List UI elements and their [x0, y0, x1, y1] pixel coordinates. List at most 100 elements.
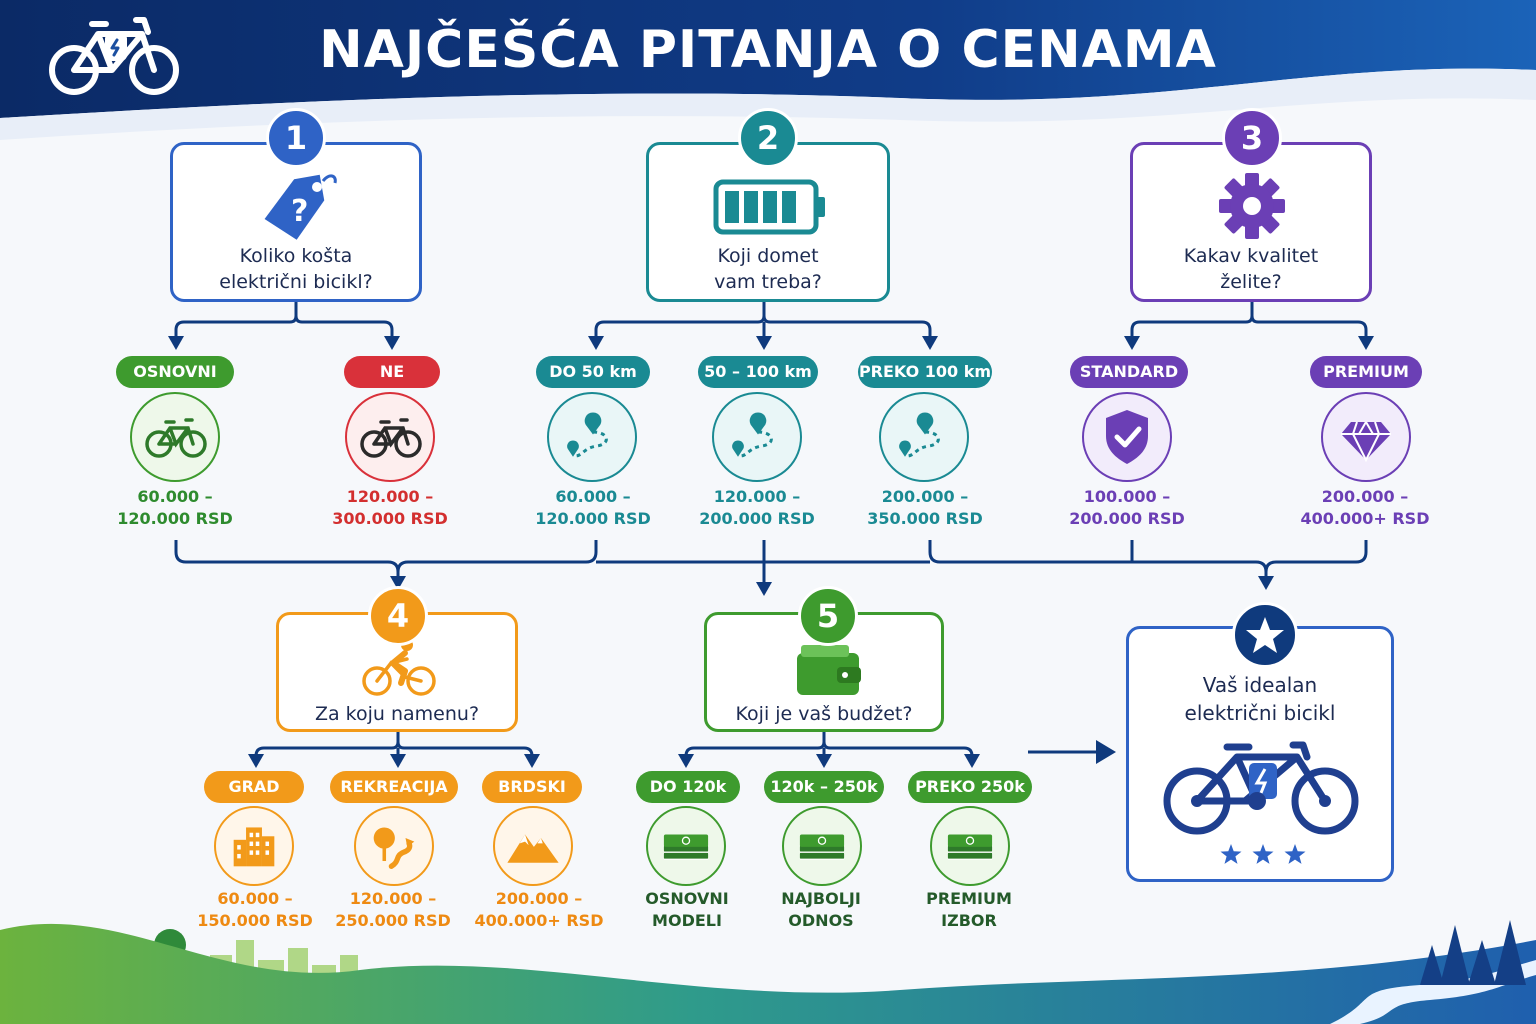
arrow-head: [756, 582, 772, 596]
option-grad-pill[interactable]: GRAD: [204, 771, 304, 803]
mountains-icon: [507, 834, 559, 863]
price-line: 120.000 –: [713, 487, 801, 506]
option-preko-250k-note: PREMIUM IZBOR: [894, 888, 1044, 932]
svg-text:?: ?: [291, 194, 308, 229]
option-do-120k-pill[interactable]: DO 120k: [636, 771, 740, 803]
option-premium-pill[interactable]: PREMIUM: [1310, 356, 1422, 388]
option-osnovni-price: 60.000 –120.000 RSD: [100, 486, 250, 530]
option-preko-250k-circle: [930, 806, 1010, 886]
gear-icon: [1217, 171, 1287, 241]
arrow-head: [756, 336, 772, 350]
option-do-50-km-pill[interactable]: DO 50 km: [536, 356, 650, 388]
option-osnovni-circle: [130, 392, 220, 482]
question-3-text: Kakav kvalitet želite?: [1133, 243, 1369, 295]
option-preko-100-km-circle: [879, 392, 969, 482]
option-ne-pill[interactable]: NE: [344, 356, 440, 388]
price-line: 200.000 –: [881, 487, 969, 506]
option-rekreacija-pill[interactable]: REKREACIJA: [330, 771, 458, 803]
price-line: 120.000 –: [346, 487, 434, 506]
option-premium-price: 200.000 –400.000+ RSD: [1290, 486, 1440, 530]
price-line: 150.000 RSD: [197, 911, 313, 930]
option-brdski-pill[interactable]: BRDSKI: [482, 771, 582, 803]
merge-to-q4: [396, 540, 598, 573]
question-1-box: ? Koliko košta električni bicikl?: [170, 142, 422, 302]
tree-path-icon: [373, 827, 415, 869]
result-line-1: Vaš idealan: [1202, 673, 1318, 697]
result-badge: [1232, 602, 1298, 668]
arrow-head: [922, 336, 938, 350]
option-standard-pill[interactable]: STANDARD: [1070, 356, 1188, 388]
arrow-head: [964, 754, 980, 768]
note-line: PREMIUM: [926, 889, 1012, 908]
pine-trees-silhouette: [1420, 920, 1526, 985]
arrow-head: [1258, 576, 1274, 590]
fork-left: [684, 732, 826, 757]
fork-left: [1130, 302, 1254, 338]
question-2-number: 2: [738, 108, 798, 168]
arrow-head: [1124, 336, 1140, 350]
price-line: 60.000 –: [137, 487, 213, 506]
option-osnovni-pill[interactable]: OSNOVNI: [116, 356, 234, 388]
option-do-50-km-price: 60.000 –120.000 RSD: [518, 486, 668, 530]
star-icon: [1252, 844, 1274, 864]
route-pin-icon: [899, 412, 940, 458]
question-4-text: Za koju namenu?: [279, 701, 515, 727]
wallet-icon: [793, 641, 863, 697]
result-text: Vaš idealan električni bicikl: [1129, 671, 1391, 727]
option-preko-100-km-pill[interactable]: PREKO 100 km: [858, 356, 992, 388]
option-preko-250k-pill[interactable]: PREKO 250k: [908, 771, 1032, 803]
price-line: 400.000+ RSD: [474, 911, 604, 930]
price-line: 120.000 –: [349, 889, 437, 908]
fork-left: [594, 302, 766, 338]
option-standard-price: 100.000 –200.000 RSD: [1052, 486, 1202, 530]
merge-to-result: [1264, 540, 1368, 573]
bicycle-icon: [145, 418, 207, 458]
question-5-text: Koji je vaš budžet?: [707, 701, 941, 727]
merge-to-q4: [174, 540, 400, 578]
fork-right: [294, 315, 394, 338]
note-line: OSNOVNI: [645, 889, 729, 908]
option-50-100-km-pill[interactable]: 50 – 100 km: [698, 356, 818, 388]
fork-right: [762, 315, 932, 338]
route-pin-icon: [567, 412, 608, 458]
arrow-head: [1358, 336, 1374, 350]
option-do-120k-circle: [646, 806, 726, 886]
price-line: 200.000 –: [1321, 487, 1409, 506]
note-line: ODNOS: [788, 911, 854, 930]
result-line-2: električni bicikl: [1184, 701, 1336, 725]
header-wave: [0, 68, 1536, 140]
question-1-text: Koliko košta električni bicikl?: [173, 243, 419, 295]
fork-right: [396, 741, 534, 757]
question-4-number: 4: [368, 586, 428, 646]
question-1-line-1: Koliko košta: [239, 245, 353, 267]
option-preko-100-km-price: 200.000 –350.000 RSD: [850, 486, 1000, 530]
option-brdski-circle: [493, 806, 573, 886]
star-icon: [1246, 617, 1284, 653]
hills: [0, 923, 1536, 1024]
option-premium-circle: [1321, 392, 1411, 482]
note-line: IZBOR: [941, 911, 997, 930]
option-rekreacija-price: 120.000 – 250.000 RSD: [318, 888, 468, 932]
price-tag-question-icon: ?: [255, 167, 341, 247]
option-standard-circle: [1082, 392, 1172, 482]
merge-to-result: [928, 540, 1268, 576]
page-title: NAJČEŠĆA PITANJA O CENAMA: [319, 20, 1217, 80]
arrow-head: [390, 576, 406, 590]
route-pin-icon: [732, 412, 773, 458]
arrow-head: [1096, 740, 1116, 764]
price-line: 300.000 RSD: [332, 509, 448, 528]
price-line: 250.000 RSD: [335, 911, 451, 930]
fork-right: [1250, 315, 1368, 338]
bicycle-icon: [360, 418, 422, 458]
option-120k-250k-pill[interactable]: 120k – 250k: [764, 771, 884, 803]
money-stack-icon: [663, 834, 709, 860]
star-icon: [1220, 844, 1242, 864]
question-3-line-2: želite?: [1220, 271, 1282, 293]
arrow-head: [248, 754, 264, 768]
arrow-head: [390, 754, 406, 768]
question-2-text: Koji domet vam treba?: [649, 243, 887, 295]
option-do-50-km-circle: [547, 392, 637, 482]
fork-right: [822, 741, 974, 757]
